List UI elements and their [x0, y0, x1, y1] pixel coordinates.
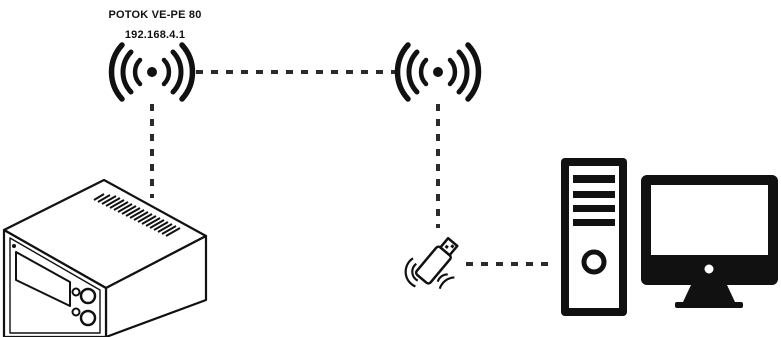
wifi-broadcast-icon	[398, 45, 479, 99]
desktop-computer-icon	[561, 158, 778, 316]
wifi-broadcast-icon	[112, 45, 193, 99]
connection-links	[152, 72, 548, 264]
usb-wifi-adapter-icon	[399, 229, 471, 303]
ventilation-controller-icon	[4, 180, 206, 337]
